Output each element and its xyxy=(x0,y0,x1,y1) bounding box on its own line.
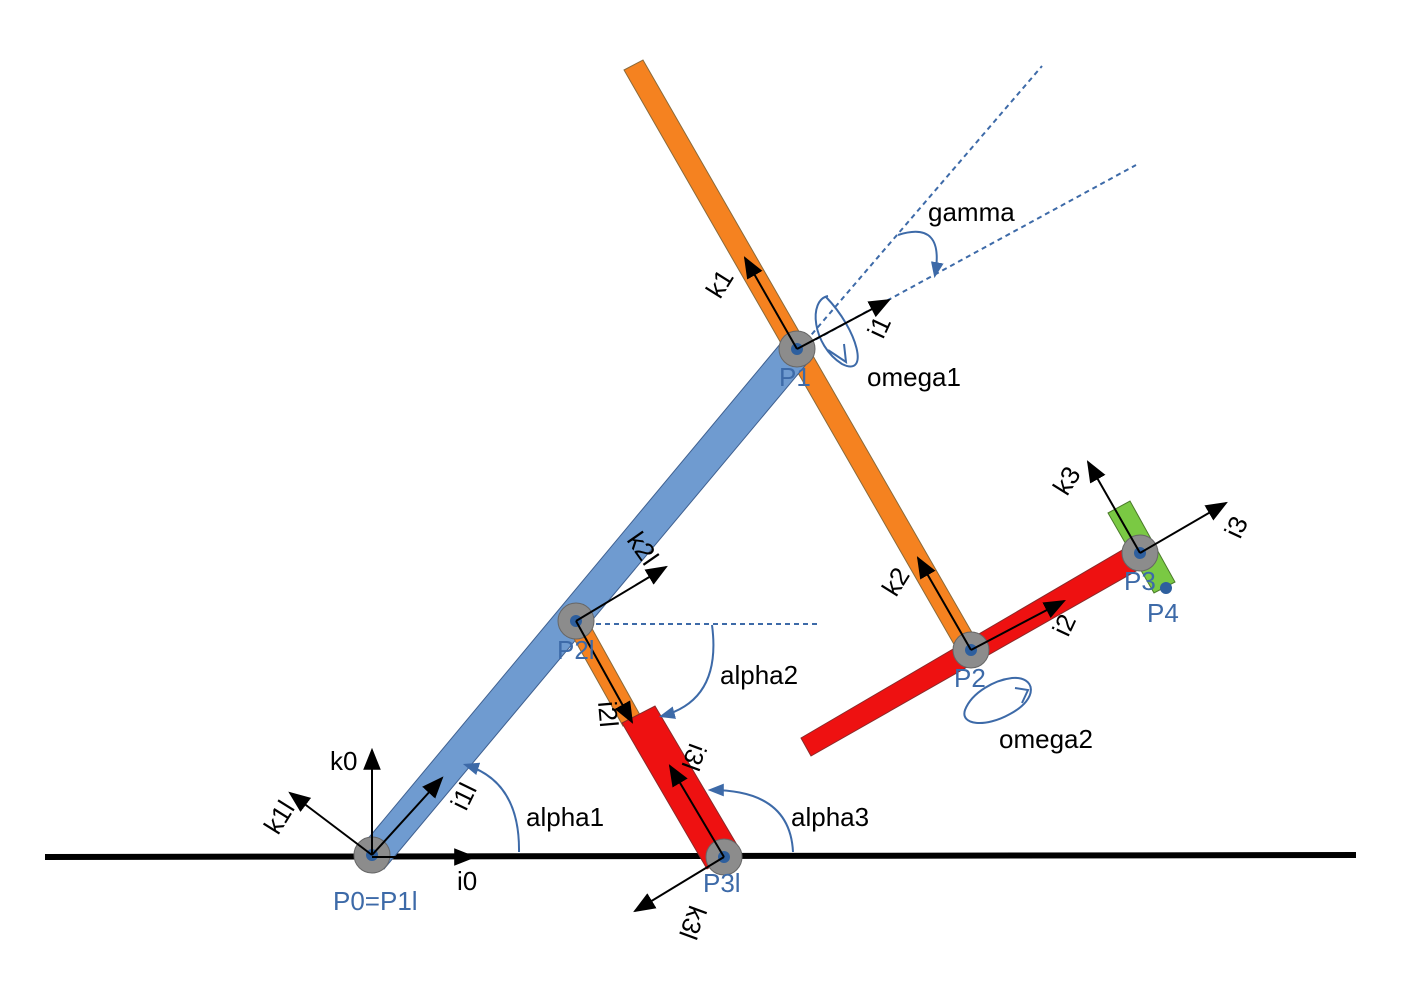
omega1-arrowhead xyxy=(827,343,848,365)
label-k0: k0 xyxy=(330,746,357,776)
label-alpha2: alpha2 xyxy=(720,660,798,690)
label-i1: i1 xyxy=(861,312,897,343)
k3l-arrow-icon xyxy=(633,856,725,913)
label-p0: P0=P1l xyxy=(333,886,418,916)
label-omega2: omega2 xyxy=(999,724,1093,754)
label-omega1: omega1 xyxy=(867,362,961,392)
i3-arrow-icon xyxy=(1139,501,1228,554)
label-i2l: i2l xyxy=(592,700,624,729)
label-p3: P3 xyxy=(1124,566,1156,596)
k1-arrow-icon xyxy=(743,256,798,350)
k1l-arrow-icon xyxy=(288,791,373,856)
label-k3l: k3l xyxy=(673,902,713,944)
label-p3l: P3l xyxy=(703,868,741,898)
label-k1: k1 xyxy=(700,264,740,303)
k2-arrow-icon xyxy=(916,556,972,651)
k2l-arrow-icon xyxy=(575,565,668,622)
label-k3: k3 xyxy=(1047,461,1087,500)
label-k1l: k1l xyxy=(258,795,301,839)
i2-arrow-icon xyxy=(970,599,1066,651)
alpha1-arc xyxy=(462,762,521,853)
label-p1: P1 xyxy=(779,362,811,392)
alpha3-arc xyxy=(707,783,794,853)
link-blue xyxy=(360,336,810,870)
gamma-arc xyxy=(897,230,944,279)
i1-arrow-icon xyxy=(796,298,891,350)
label-p4: P4 xyxy=(1147,598,1179,628)
label-gamma: gamma xyxy=(928,197,1015,227)
label-i0: i0 xyxy=(457,866,477,896)
k3-arrow-icon xyxy=(1086,460,1141,554)
i2l-arrow-icon xyxy=(575,620,634,724)
point-p4-dot xyxy=(1160,582,1172,594)
label-alpha3: alpha3 xyxy=(791,802,869,832)
i1l-arrow-icon xyxy=(371,776,444,856)
label-alpha1: alpha1 xyxy=(526,802,604,832)
omega2-rotation-arrow-icon xyxy=(963,676,1032,725)
omega2-arrowhead xyxy=(1014,687,1030,704)
label-p2: P2 xyxy=(954,663,986,693)
alpha2-arc xyxy=(658,624,715,719)
omega1-rotation-arrow-icon xyxy=(814,295,859,368)
i3l-arrow-icon xyxy=(668,764,725,858)
label-i3: i3 xyxy=(1218,512,1254,543)
label-p2l: P2l xyxy=(557,635,595,665)
label-i2: i2 xyxy=(1046,610,1082,641)
dashed-line-gamma-1 xyxy=(799,65,1043,349)
